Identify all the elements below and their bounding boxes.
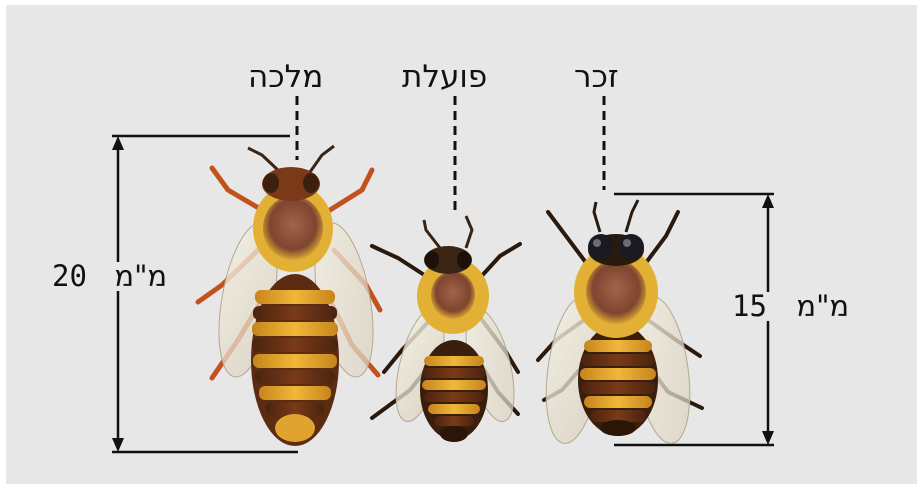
drone-bee-illustration [538, 200, 702, 447]
leader-lines [297, 96, 604, 215]
drone-measurement: 15 מ"מ [728, 292, 853, 321]
queen-measurement-value: 20 [52, 259, 87, 293]
worker-label: פועלת [402, 62, 487, 93]
drone-measurement-value: 15 [732, 289, 767, 323]
queen-measurement-unit: מ"מ [114, 259, 167, 293]
drone-label: זכר [574, 62, 619, 93]
queen-measurement: 20 מ"מ [48, 262, 171, 291]
queen-label: מלכה [248, 62, 323, 93]
queen-bee-illustration [198, 146, 383, 446]
queen-dim-arrow-top [112, 136, 124, 150]
drone-dim-arrow-bottom [762, 431, 774, 445]
drone-measurement-unit: מ"מ [796, 289, 849, 323]
drone-label-text: זכר [574, 59, 619, 95]
drone-dim-arrow-top [762, 194, 774, 208]
worker-bee-illustration [372, 216, 523, 442]
queen-dim-arrow-bottom [112, 438, 124, 452]
